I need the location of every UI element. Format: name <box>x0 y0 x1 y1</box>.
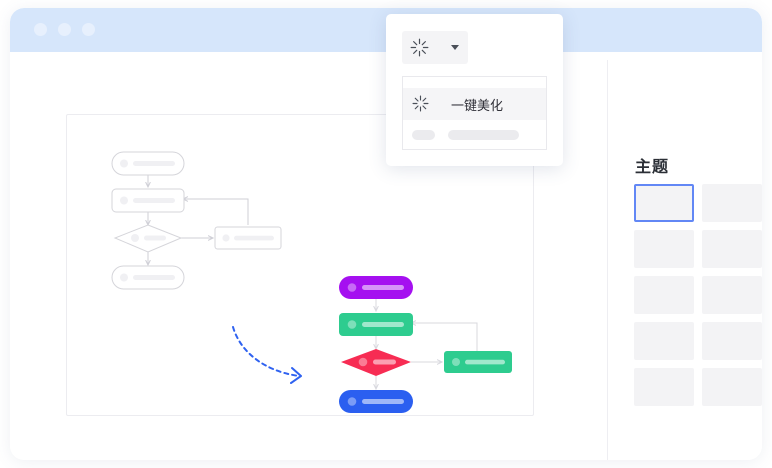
plain-branch-node[interactable] <box>214 226 282 250</box>
node-text-placeholder <box>362 285 404 290</box>
styled-process-node[interactable] <box>339 313 413 336</box>
connector-branch-to-process <box>411 323 478 351</box>
diagram-canvas-svg <box>111 151 512 413</box>
node-text-placeholder <box>133 161 175 166</box>
theme-swatch-grid <box>634 184 762 406</box>
styled-decision-node[interactable] <box>341 349 411 376</box>
styled-branch-node[interactable] <box>444 351 512 373</box>
beautify-popup-card: 一键美化 <box>386 14 563 166</box>
flowchart-plain[interactable] <box>111 151 282 290</box>
connector-branch-to-process <box>183 199 249 225</box>
plain-start-node[interactable] <box>111 151 185 176</box>
plain-process-node[interactable] <box>111 188 185 213</box>
chevron-down-icon <box>451 45 459 50</box>
dashed-arrow-path <box>232 326 300 377</box>
dashed-curved-arrow <box>232 326 302 384</box>
node-text-placeholder <box>133 198 175 203</box>
dashed-arrow-head <box>290 367 302 384</box>
placeholder-pill-icon <box>412 129 435 140</box>
theme-panel: 主题 <box>607 60 762 460</box>
window-body: 主题 <box>10 52 762 460</box>
node-text-placeholder <box>133 275 175 280</box>
theme-swatch-4[interactable] <box>702 230 762 268</box>
menu-top-spacer <box>403 77 546 88</box>
beautify-dropdown-menu: 一键美化 <box>402 76 547 150</box>
node-bullet <box>347 283 357 292</box>
theme-swatch-8[interactable] <box>702 322 762 360</box>
theme-swatch-5[interactable] <box>634 276 694 314</box>
node-bullet <box>347 320 357 329</box>
window-maximize-dot[interactable] <box>82 23 95 36</box>
window-minimize-dot[interactable] <box>58 23 71 36</box>
menu-item-one-click-beautify[interactable]: 一键美化 <box>403 88 546 120</box>
plain-decision-node[interactable] <box>113 224 183 253</box>
node-text-placeholder <box>362 322 404 327</box>
node-bullet <box>120 196 128 205</box>
node-bullet <box>120 273 128 282</box>
node-bullet <box>131 234 139 242</box>
node-bullet <box>452 358 460 366</box>
menu-item-label: 一键美化 <box>451 97 504 113</box>
styled-start-node[interactable] <box>339 276 413 299</box>
theme-swatch-1[interactable] <box>634 184 694 222</box>
node-bullet <box>347 397 357 406</box>
sparkle-burst-icon <box>410 38 429 57</box>
theme-swatch-2[interactable] <box>702 184 762 222</box>
plain-connectors <box>148 175 249 265</box>
node-bullet <box>120 159 128 168</box>
theme-swatch-6[interactable] <box>702 276 762 314</box>
theme-swatch-7[interactable] <box>634 322 694 360</box>
window-controls <box>34 23 95 36</box>
app-window: 主题 <box>10 8 762 460</box>
node-text-placeholder <box>465 359 505 365</box>
menu-item-placeholder[interactable] <box>403 120 546 149</box>
theme-swatch-3[interactable] <box>634 230 694 268</box>
sparkle-burst-icon <box>412 94 431 114</box>
plain-end-node[interactable] <box>111 265 185 290</box>
beautify-dropdown-trigger[interactable] <box>402 31 468 64</box>
node-text-placeholder <box>234 235 274 241</box>
window-close-dot[interactable] <box>34 23 47 36</box>
node-text-placeholder <box>362 399 404 404</box>
node-bullet <box>222 234 230 242</box>
styled-connectors <box>376 299 478 389</box>
theme-swatch-10[interactable] <box>702 368 762 406</box>
styled-end-node[interactable] <box>339 390 413 413</box>
placeholder-pill-label <box>448 129 519 140</box>
node-text-placeholder <box>373 359 396 365</box>
flowchart-styled[interactable] <box>339 276 512 413</box>
node-text-placeholder <box>144 235 166 241</box>
node-bullet <box>358 357 368 367</box>
theme-swatch-9[interactable] <box>634 368 694 406</box>
theme-panel-title: 主题 <box>635 159 670 176</box>
